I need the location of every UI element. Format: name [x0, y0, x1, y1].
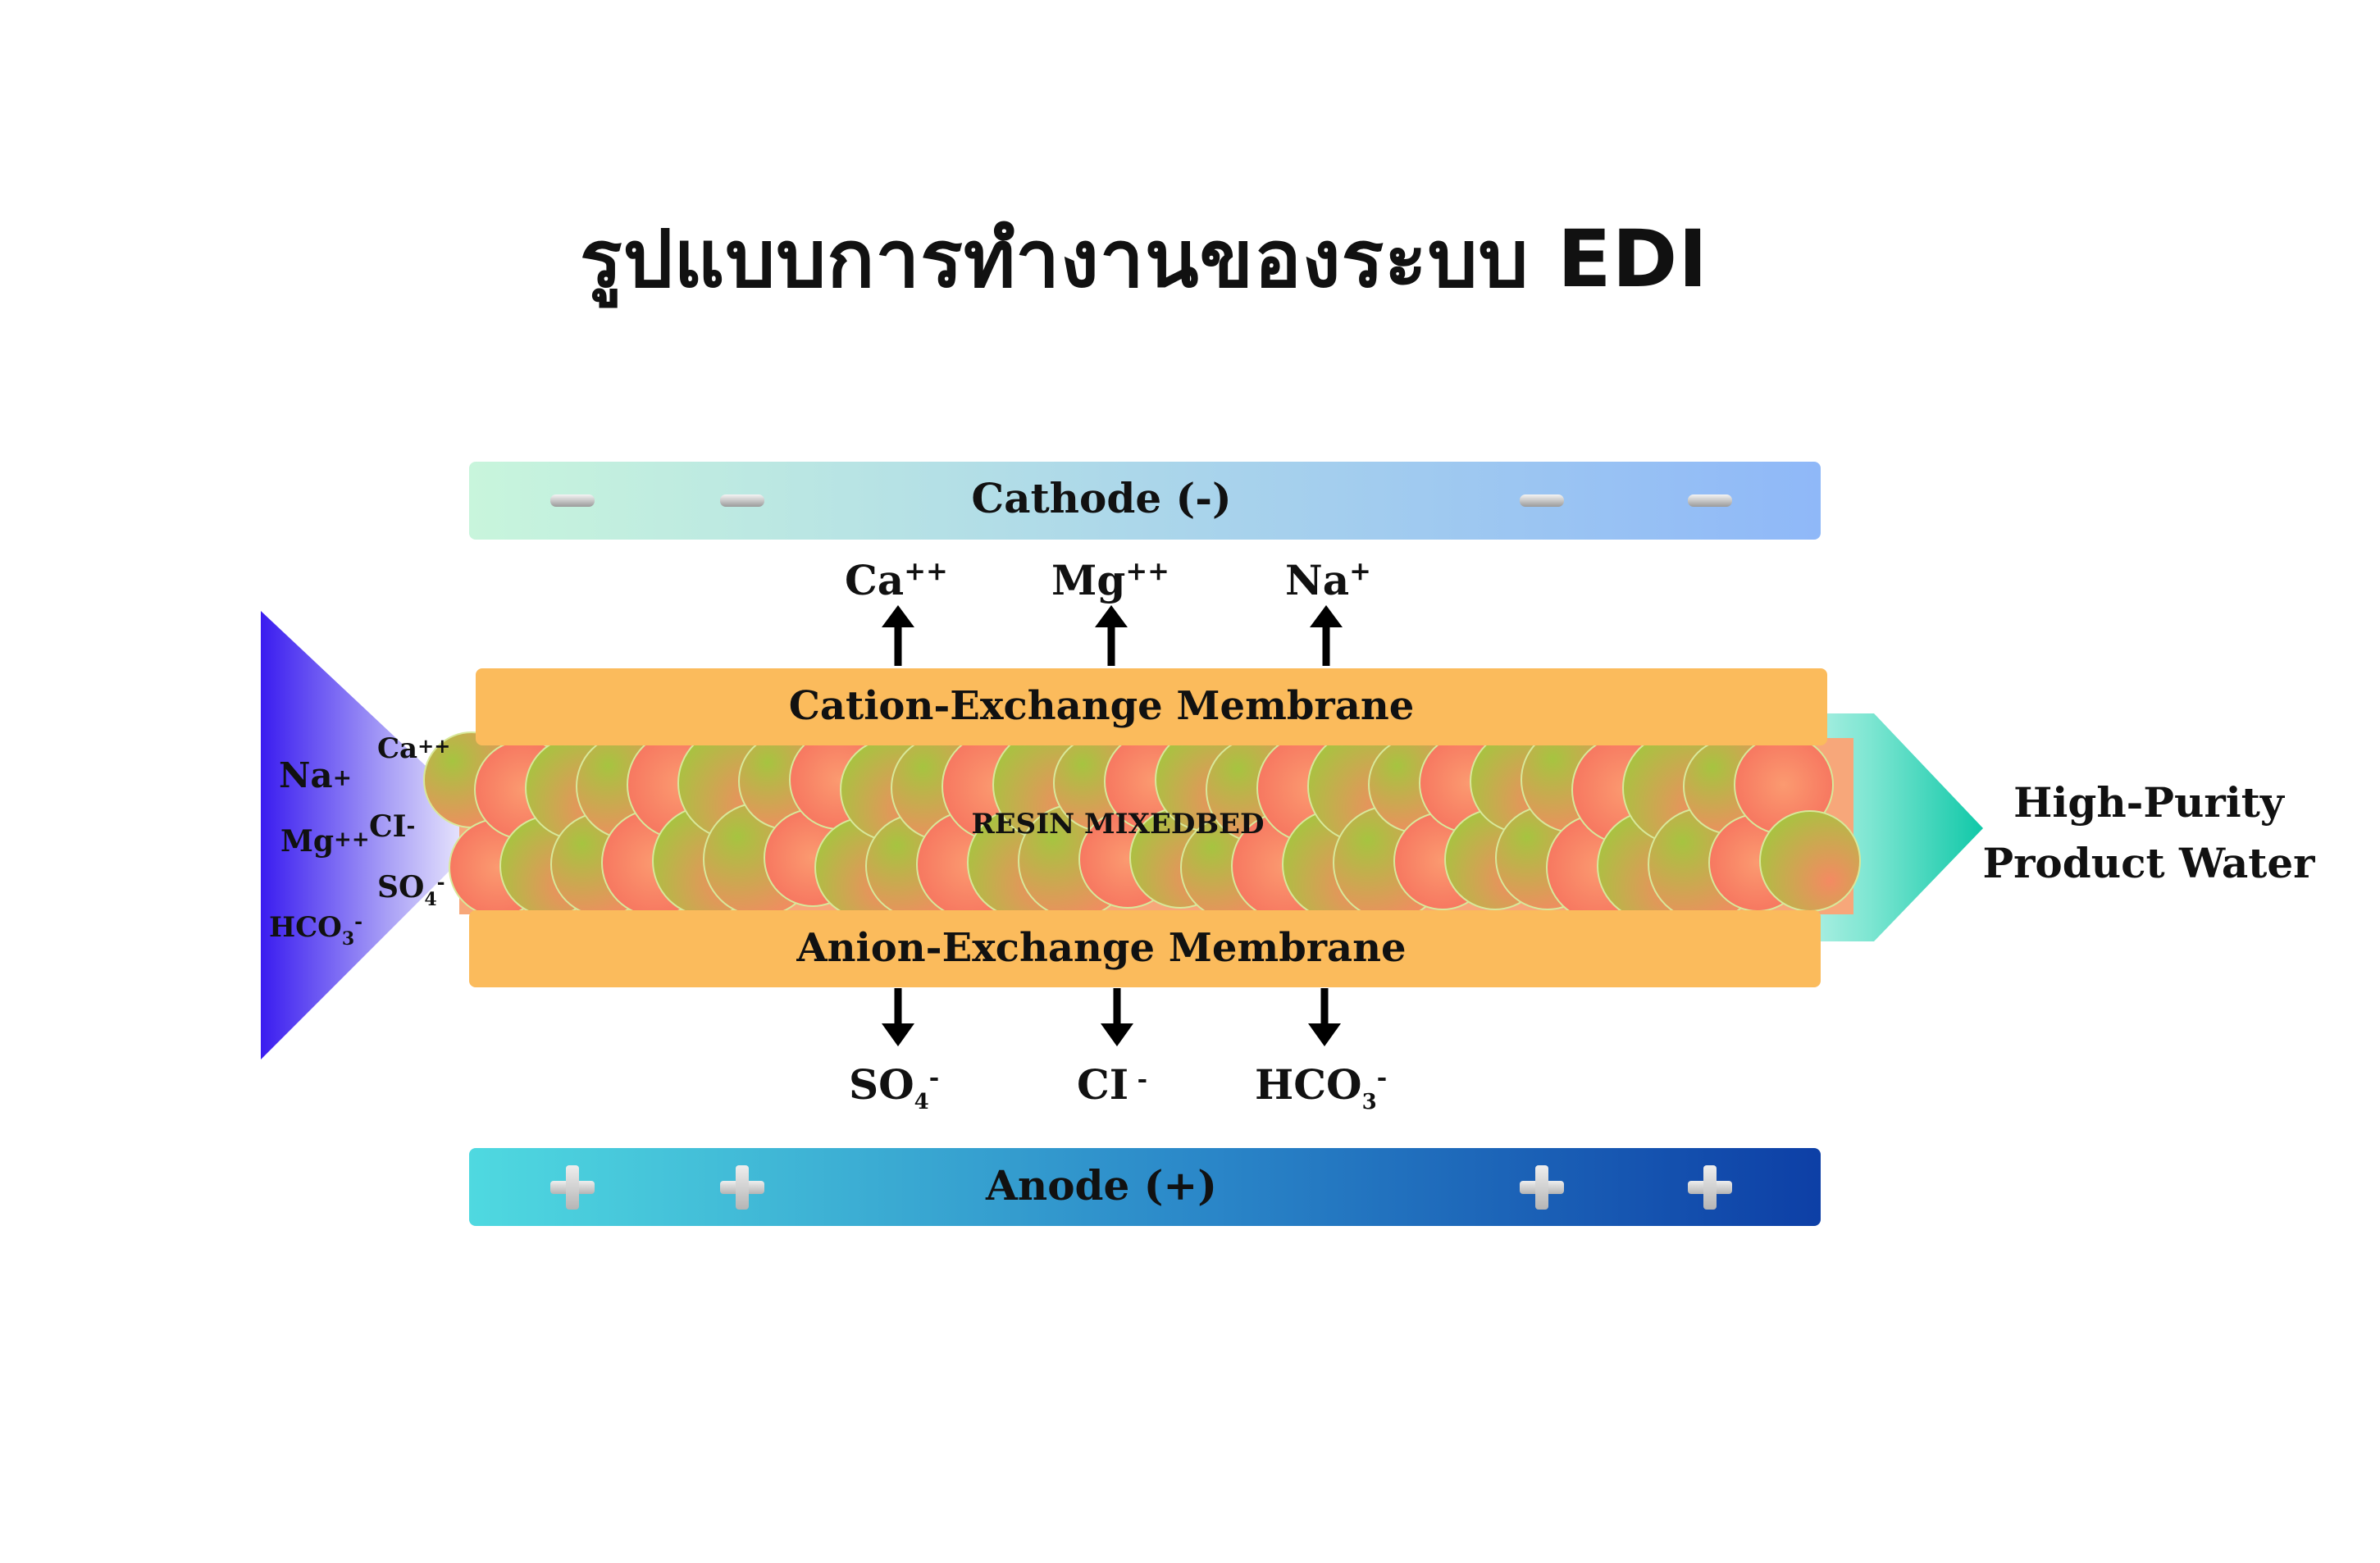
resin-label: RESIN MIXEDBED: [972, 808, 1265, 841]
resin-bead: [1759, 810, 1861, 912]
inlet-ion-ca: Ca++: [377, 732, 450, 765]
minus-icon: [720, 494, 764, 507]
anion-hco3: HCO3-: [1255, 1060, 1387, 1114]
resin-mixedbed: [423, 727, 1861, 922]
minus-icon: [550, 494, 595, 507]
cation-mg: Mg++: [1051, 555, 1169, 604]
plus-icon: [550, 1165, 595, 1210]
inlet-ion-so4: SO4-: [377, 870, 445, 910]
cathode-label: Cathode (-): [971, 474, 1231, 522]
anode-label: Anode (+): [985, 1161, 1217, 1210]
anode-bar: [469, 1148, 1821, 1226]
inlet-ion-hco3: HCO3-: [269, 909, 362, 950]
feed-water-inlet: [261, 611, 492, 1059]
cation-ca: Ca++: [845, 555, 948, 604]
anion-so4: SO4-: [849, 1060, 939, 1114]
cation-exchange-membrane: [476, 668, 1827, 745]
page-title: รูปแบบการทำงานของระบบ EDI: [580, 213, 1708, 305]
inlet-ion-na: Na+: [279, 755, 352, 795]
cathode-signs: [550, 494, 1732, 507]
anion-arrows: [882, 988, 1341, 1046]
output-label-line2: Product Water: [1982, 839, 2315, 887]
output-label-line1: High-Purity: [2013, 778, 2286, 827]
cathode-bar: [469, 462, 1821, 540]
anode-signs: [550, 1165, 1732, 1210]
inlet-ion-cl: CI-: [369, 809, 415, 844]
plus-icon: [1520, 1165, 1564, 1210]
plus-icon: [1688, 1165, 1732, 1210]
cation-na: Na+: [1285, 555, 1371, 604]
anion-membrane-label: Anion-Exchange Membrane: [796, 925, 1406, 971]
cation-membrane-label: Cation-Exchange Membrane: [789, 683, 1415, 729]
cation-arrows: [882, 605, 1343, 666]
minus-icon: [1520, 494, 1564, 507]
plus-icon: [720, 1165, 764, 1210]
anion-exchange-membrane: [469, 910, 1821, 987]
anion-cl: CI -: [1077, 1060, 1147, 1109]
minus-icon: [1688, 494, 1732, 507]
inlet-ion-mg: Mg++: [280, 824, 370, 859]
